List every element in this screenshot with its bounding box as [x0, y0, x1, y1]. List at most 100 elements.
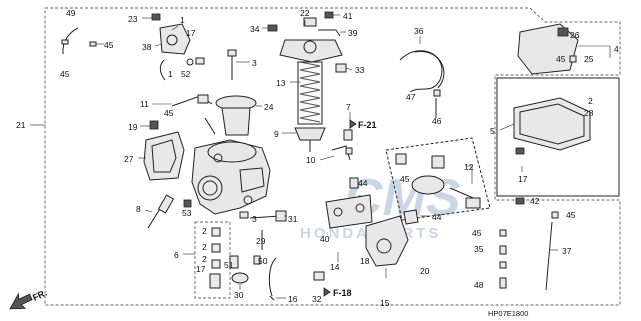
screw-8-spring: [157, 194, 175, 214]
label-17-c: 17: [518, 174, 528, 184]
clip-39: [318, 29, 341, 37]
leader-1a: [171, 25, 179, 31]
screw-41: [324, 11, 334, 19]
bracket-20: [403, 209, 419, 225]
label-23: 23: [128, 14, 138, 24]
label-45-a: 45: [104, 40, 114, 50]
hose-16: [268, 257, 277, 297]
label-2-a: 2: [202, 226, 207, 236]
label-36: 36: [414, 26, 424, 36]
label-45-e: 45: [556, 54, 566, 64]
ref-arrow-f18: [323, 287, 331, 297]
air-cut-diaphragm: [411, 175, 445, 195]
screw-19: [149, 120, 159, 130]
label-1-b: 1: [168, 69, 173, 79]
label-52: 52: [181, 69, 191, 79]
label-45-f: 45: [566, 210, 576, 220]
needle-jet: [204, 117, 216, 135]
label-51: 51: [224, 260, 234, 270]
label-18: 18: [360, 256, 370, 266]
clip-45-left-2: [89, 41, 97, 47]
throttle-bore-inner: [202, 180, 218, 196]
leader-8: [144, 209, 153, 213]
nut-33: [335, 63, 347, 73]
leader-12: [466, 165, 473, 184]
label-31: 31: [288, 214, 298, 224]
needle-holder-9: [294, 127, 326, 141]
top-cap-center: [303, 40, 317, 54]
label-5: 5: [490, 126, 495, 136]
bracket-15: [365, 215, 409, 267]
jet-long: [209, 273, 221, 289]
float-chamber-box: [496, 77, 620, 197]
part-35: [499, 245, 507, 255]
screw-3-lower: [239, 211, 249, 219]
leader-5: [499, 123, 515, 131]
label-15: 15: [380, 298, 390, 308]
ref-arrow-f21: [349, 119, 357, 129]
label-1-a: 1: [180, 15, 185, 25]
jet-2a: [211, 227, 221, 237]
label-35: 35: [474, 244, 484, 254]
bolt-23: [151, 13, 161, 21]
label-53: 53: [182, 208, 192, 218]
label-7: 7: [346, 102, 351, 112]
air-cut-cover: [465, 197, 481, 209]
label-45-c: 45: [164, 108, 174, 118]
air-cut-12a: [395, 153, 407, 165]
label-17-b: 17: [196, 264, 206, 274]
ref-f21: F-21: [358, 120, 377, 130]
label-11: 11: [140, 99, 149, 109]
spring-13-body: [297, 61, 323, 125]
hose-16-end: [269, 295, 275, 301]
label-48: 48: [474, 280, 484, 290]
plug-26: [557, 27, 569, 37]
leader-4: [578, 45, 611, 58]
washer-22: [303, 17, 317, 27]
washer-7: [345, 147, 353, 155]
label-19: 19: [128, 122, 138, 132]
label-32: 32: [312, 294, 322, 304]
label-3-a: 3: [252, 58, 257, 68]
label-2-c: 2: [202, 254, 207, 264]
hose-49: [62, 27, 79, 55]
label-27: 27: [124, 154, 134, 164]
clip-10: [331, 145, 351, 161]
label-4: 4: [614, 44, 619, 54]
label-28: 28: [584, 108, 594, 118]
label-10: 10: [306, 155, 316, 165]
label-30: 30: [234, 290, 244, 300]
label-3-b: 3: [252, 214, 257, 224]
label-41: 41: [343, 11, 353, 21]
pump-cover-screw: [166, 34, 178, 46]
label-33: 33: [355, 65, 365, 75]
label-26: 26: [570, 30, 580, 40]
label-44-a: 44: [358, 178, 368, 188]
top-cap-22: [279, 39, 343, 63]
air-cut-12b: [431, 155, 445, 169]
label-21: 21: [16, 120, 26, 130]
leader-38: [154, 43, 163, 47]
part-48: [499, 277, 507, 289]
label-13: 13: [276, 78, 286, 88]
clip-45-right: [551, 211, 559, 219]
leader-33: [345, 67, 353, 71]
body-detail-1: [239, 167, 265, 193]
cap-26: [517, 23, 579, 75]
front-label: FR.: [31, 288, 48, 303]
label-44-b: 44: [432, 212, 442, 222]
clip-45-r2: [499, 229, 507, 237]
clip-45-r3: [499, 261, 507, 269]
label-42: 42: [530, 196, 540, 206]
label-38: 38: [142, 42, 152, 52]
label-46: 46: [432, 116, 442, 126]
jet-17: [211, 259, 221, 269]
group-12-dash: [385, 137, 491, 221]
throttle-bore: [197, 175, 223, 201]
body-top-flange: [207, 141, 257, 163]
label-9: 9: [274, 129, 279, 139]
screw-42: [515, 197, 525, 205]
label-34: 34: [250, 24, 260, 34]
label-17-a: 17: [186, 28, 196, 38]
